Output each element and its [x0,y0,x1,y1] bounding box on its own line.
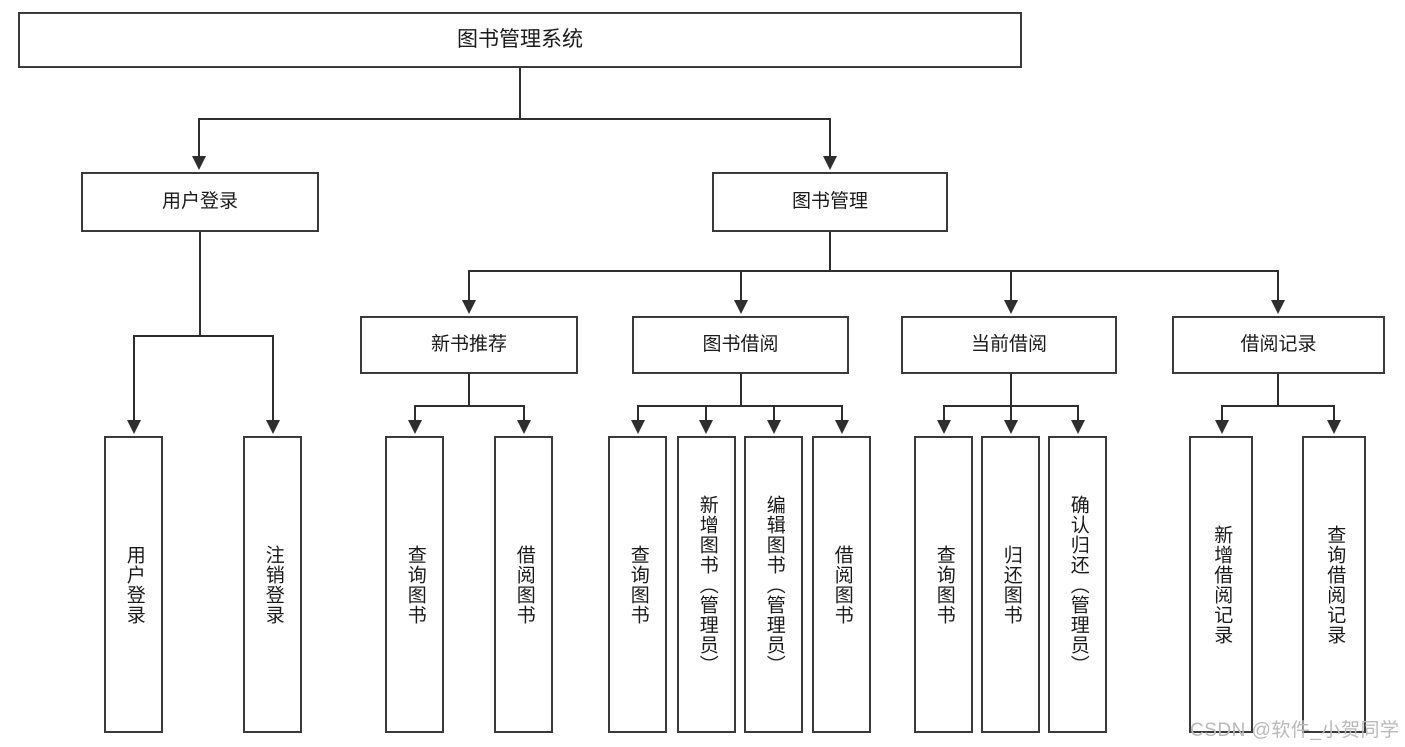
node-label: 借阅图书 [513,544,535,625]
node-user-login[interactable]: 用户登录 [81,172,319,232]
edge-current-borrow-to-leaf-1 [943,405,945,422]
node-label: 图书管理 [791,190,868,212]
arrow-book-borrow-to-leaf-4-icon [835,420,849,434]
node-label: 归还图书 [1000,544,1022,625]
leaf-book-borrow-query-book[interactable]: 查询图书 [608,436,667,733]
edge-book-borrow-stem [740,374,742,405]
edge-book-borrow-to-leaf-3 [773,405,775,422]
edge-book-management-bar [468,270,1279,272]
edge-new-book-to-leaf-1 [414,405,416,422]
edge-bm-to-book-borrow [740,270,742,302]
arrow-book-borrow-to-leaf-2-icon [699,420,713,434]
edge-bm-to-new-book [468,270,470,302]
node-label: 查询图书 [933,544,955,625]
node-label: 图书借阅 [702,333,779,355]
arrow-bm-to-new-book-icon [462,300,476,314]
edge-user-login-to-leaf-1 [133,335,135,422]
node-label: 当前借阅 [970,333,1047,355]
edge-book-management-stem [829,232,831,270]
node-label: 用户登录 [161,190,238,212]
edge-current-borrow-to-leaf-3 [1077,405,1079,422]
leaf-borrow-record-query-record[interactable]: 查询借阅记录 [1302,436,1366,733]
arrow-bm-to-book-borrow-icon [734,300,748,314]
leaf-current-borrow-confirm-return-admin[interactable]: 确认归还（管理员） [1048,436,1107,733]
arrow-current-borrow-to-leaf-3-icon [1071,420,1085,434]
arrow-bm-to-current-borrow-icon [1004,300,1018,314]
edge-bm-to-borrow-record [1277,270,1279,302]
leaf-user-logout[interactable]: 注销登录 [243,436,302,733]
leaf-new-book-query-book[interactable]: 查询图书 [385,436,444,733]
arrow-user-login-to-leaf-1-icon [127,420,141,434]
arrow-current-borrow-to-leaf-2-icon [1004,420,1018,434]
node-label: 新增借阅记录 [1211,524,1233,645]
edge-borrow-record-to-leaf-2 [1333,405,1335,422]
leaf-book-borrow-add-book-admin[interactable]: 新增图书（管理员） [677,436,736,733]
edge-current-borrow-to-leaf-2 [1010,405,1012,422]
edge-root-to-user-login [198,118,200,158]
edge-root-bar [198,118,830,120]
edge-bm-to-current-borrow [1010,270,1012,302]
node-label: 确认归还（管理员） [1067,494,1089,675]
arrow-borrow-record-to-leaf-2-icon [1327,420,1341,434]
arrow-book-borrow-to-leaf-3-icon [767,420,781,434]
edge-new-book-stem [468,374,470,405]
edge-borrow-record-stem [1277,374,1279,405]
leaf-book-borrow-edit-book-admin[interactable]: 编辑图书（管理员） [744,436,803,733]
node-label: 借阅记录 [1240,333,1317,355]
edge-root-stem [519,68,521,118]
edge-user-login-to-leaf-2 [272,335,274,422]
leaf-user-login[interactable]: 用户登录 [104,436,163,733]
edge-user-login-stem [199,232,201,335]
edge-borrow-record-to-leaf-1 [1221,405,1223,422]
leaf-book-borrow-borrow-book[interactable]: 借阅图书 [812,436,871,733]
edge-book-borrow-to-leaf-2 [705,405,707,422]
arrow-user-login-to-leaf-2-icon [266,420,280,434]
edge-book-borrow-to-leaf-1 [637,405,639,422]
edge-new-book-to-leaf-2 [523,405,525,422]
arrow-bm-to-borrow-record-icon [1271,300,1285,314]
arrow-new-book-to-leaf-2-icon [517,420,531,434]
arrow-root-to-user-login-icon [192,156,206,170]
leaf-current-borrow-query-book[interactable]: 查询图书 [914,436,973,733]
edge-current-borrow-stem [1010,374,1012,405]
edge-book-borrow-bar [637,405,842,407]
node-new-book-recommend[interactable]: 新书推荐 [360,316,578,374]
node-label: 查询图书 [404,544,426,625]
leaf-current-borrow-return-book[interactable]: 归还图书 [981,436,1040,733]
node-current-borrow[interactable]: 当前借阅 [901,316,1117,374]
arrow-borrow-record-to-leaf-1-icon [1215,420,1229,434]
node-label: 查询图书 [627,544,649,625]
node-label: 用户登录 [123,544,145,625]
edge-new-book-bar [414,405,524,407]
node-book-borrow[interactable]: 图书借阅 [632,316,849,374]
arrow-root-to-book-management-icon [823,156,837,170]
node-root-library-management-system[interactable]: 图书管理系统 [18,12,1022,68]
node-borrow-record[interactable]: 借阅记录 [1172,316,1385,374]
edge-user-login-bar [133,335,272,337]
arrow-current-borrow-to-leaf-1-icon [937,420,951,434]
arrow-book-borrow-to-leaf-1-icon [631,420,645,434]
edge-borrow-record-bar [1221,405,1334,407]
node-label: 新书推荐 [430,333,507,355]
leaf-new-book-borrow-book[interactable]: 借阅图书 [494,436,553,733]
node-label: 注销登录 [262,544,284,625]
node-label: 图书管理系统 [457,27,583,51]
node-label: 新增图书（管理员） [696,494,718,675]
arrow-new-book-to-leaf-1-icon [408,420,422,434]
edge-root-to-book-management [829,118,831,158]
node-label: 借阅图书 [831,544,853,625]
node-label: 编辑图书（管理员） [763,494,785,675]
edge-book-borrow-to-leaf-4 [841,405,843,422]
leaf-borrow-record-add-record[interactable]: 新增借阅记录 [1189,436,1253,733]
node-label: 查询借阅记录 [1324,524,1346,645]
node-book-management[interactable]: 图书管理 [712,172,948,232]
